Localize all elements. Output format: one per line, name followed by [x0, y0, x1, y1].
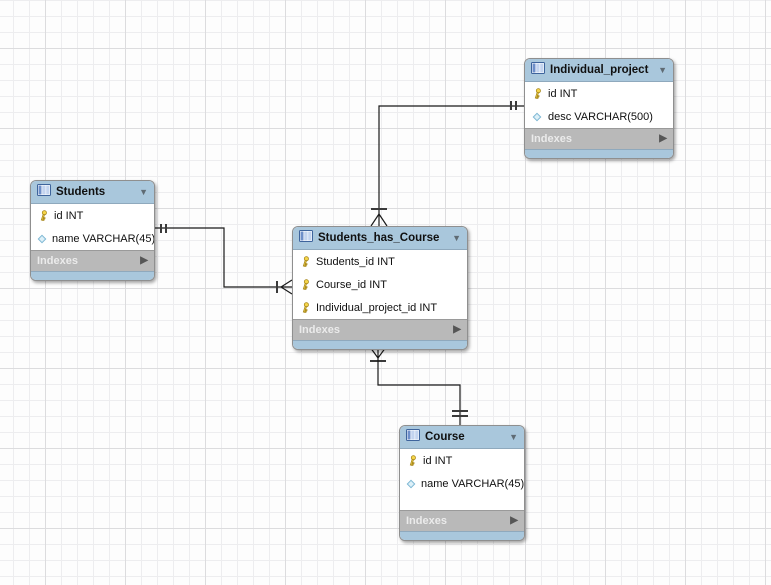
- table-icon: [299, 229, 313, 247]
- indexes-label: Indexes: [299, 324, 340, 336]
- table-icon: [406, 428, 420, 446]
- column-row[interactable]: id INT: [400, 449, 524, 472]
- indexes-bar[interactable]: Indexes ▶: [400, 510, 524, 531]
- expand-right-icon[interactable]: ▶: [140, 255, 148, 266]
- indexes-bar[interactable]: Indexes ▶: [293, 319, 467, 340]
- column-row[interactable]: Course_id INT: [293, 273, 467, 296]
- table-individual_project-header[interactable]: Individual_project ▼: [525, 59, 673, 82]
- table-individual_project-columns: id INT desc VARCHAR(500): [525, 82, 673, 128]
- column-text: Students_id INT: [316, 255, 395, 268]
- primary-key-icon: [299, 302, 311, 313]
- table-students_has_course[interactable]: Students_has_Course ▼ Students_id INT Co…: [292, 226, 468, 350]
- nullable-column-diamond-icon: [531, 112, 543, 122]
- table-students-columns: id INT name VARCHAR(45): [31, 204, 154, 250]
- table-title: Students: [56, 186, 106, 198]
- table-course[interactable]: Course ▼ id INT name VARCHAR(45) Indexes…: [399, 425, 525, 541]
- relationship-course-students_has_course[interactable]: [369, 346, 468, 425]
- relationship-individual_project-students_has_course[interactable]: [370, 101, 524, 227]
- primary-key-icon: [299, 279, 311, 290]
- table-footer: [293, 340, 467, 349]
- column-row[interactable]: id INT: [31, 204, 154, 227]
- primary-key-icon: [406, 455, 418, 466]
- table-students_has_course-columns: Students_id INT Course_id INT Individual…: [293, 250, 467, 319]
- column-row[interactable]: name VARCHAR(45): [400, 472, 524, 495]
- table-icon: [37, 183, 51, 201]
- table-footer: [31, 271, 154, 280]
- column-text: name VARCHAR(45): [421, 477, 525, 490]
- column-row[interactable]: name VARCHAR(45): [31, 227, 154, 250]
- table-title: Students_has_Course: [318, 232, 440, 244]
- column-row[interactable]: Individual_project_id INT: [293, 296, 467, 319]
- relationship-students-students_has_course[interactable]: [155, 224, 293, 295]
- primary-key-icon: [37, 210, 49, 221]
- table-footer: [400, 531, 524, 540]
- column-row[interactable]: Students_id INT: [293, 250, 467, 273]
- column-row[interactable]: id INT: [525, 82, 673, 105]
- table-course-header[interactable]: Course ▼: [400, 426, 524, 449]
- table-title: Course: [425, 431, 465, 443]
- expand-right-icon[interactable]: ▶: [659, 133, 667, 144]
- column-text: Individual_project_id INT: [316, 301, 438, 314]
- expand-right-icon[interactable]: ▶: [510, 515, 518, 526]
- column-text: id INT: [548, 87, 578, 100]
- table-title: Individual_project: [550, 64, 649, 76]
- column-text: desc VARCHAR(500): [548, 110, 653, 123]
- column-text: name VARCHAR(45): [52, 232, 155, 245]
- table-course-columns: id INT name VARCHAR(45): [400, 449, 524, 510]
- column-text: Course_id INT: [316, 278, 387, 291]
- nullable-column-diamond-icon: [406, 479, 416, 489]
- indexes-label: Indexes: [37, 255, 78, 267]
- table-footer: [525, 149, 673, 158]
- indexes-label: Indexes: [531, 133, 572, 145]
- table-students-header[interactable]: Students ▼: [31, 181, 154, 204]
- column-row[interactable]: desc VARCHAR(500): [525, 105, 673, 128]
- chevron-down-icon[interactable]: ▼: [658, 64, 667, 75]
- expand-right-icon[interactable]: ▶: [453, 324, 461, 335]
- column-text: id INT: [423, 454, 453, 467]
- chevron-down-icon[interactable]: ▼: [452, 232, 461, 243]
- primary-key-icon: [299, 256, 311, 267]
- chevron-down-icon[interactable]: ▼: [139, 186, 148, 197]
- indexes-bar[interactable]: Indexes ▶: [525, 128, 673, 149]
- nullable-column-diamond-icon: [37, 234, 47, 244]
- table-icon: [531, 61, 545, 79]
- table-students[interactable]: Students ▼ id INT name VARCHAR(45) Index…: [30, 180, 155, 281]
- primary-key-icon: [531, 88, 543, 99]
- indexes-bar[interactable]: Indexes ▶: [31, 250, 154, 271]
- indexes-label: Indexes: [406, 515, 447, 527]
- chevron-down-icon[interactable]: ▼: [509, 431, 518, 442]
- column-text: id INT: [54, 209, 84, 222]
- table-students_has_course-header[interactable]: Students_has_Course ▼: [293, 227, 467, 250]
- table-individual_project[interactable]: Individual_project ▼ id INT desc VARCHAR…: [524, 58, 674, 159]
